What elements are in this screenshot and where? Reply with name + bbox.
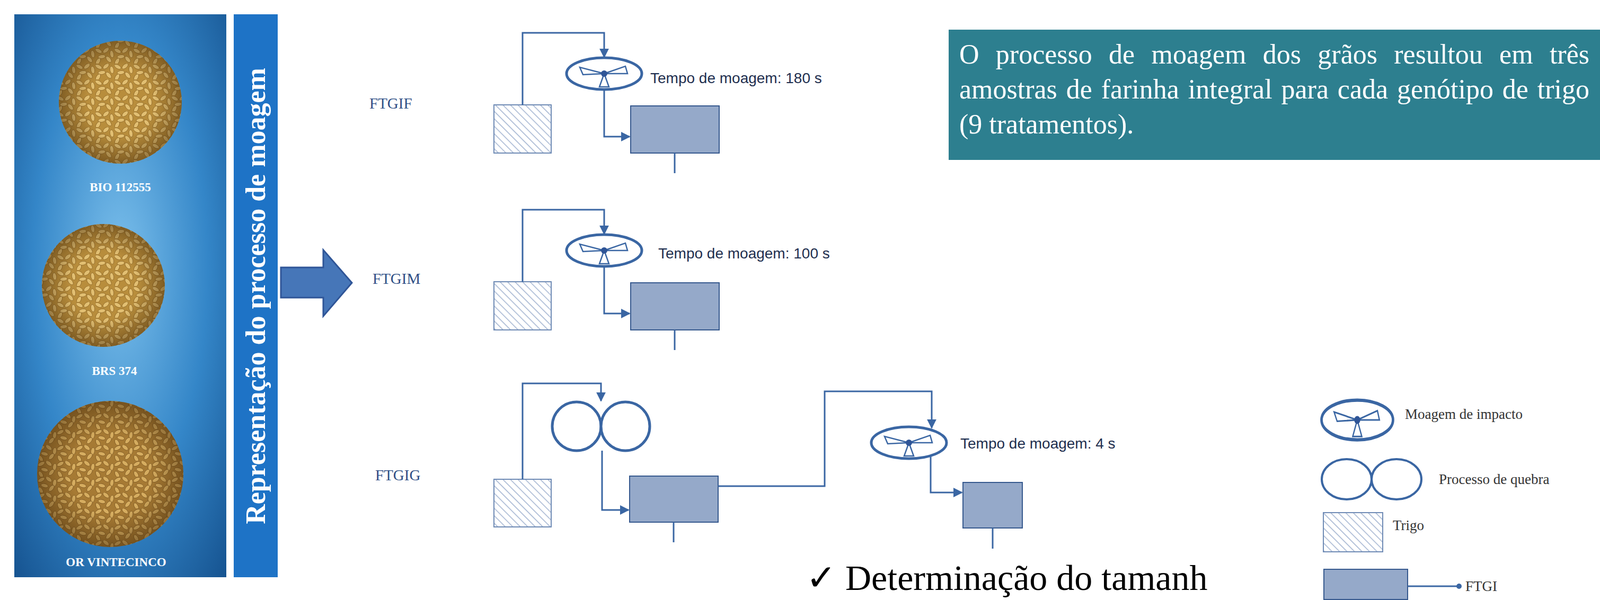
legend-break-symbol [1321,459,1422,500]
process-row [493,32,720,174]
milling-time: Tempo de moagem: 4 s [960,435,1116,453]
info-text: O processo de moagem dos grãos resultou … [959,37,1590,143]
milling-time: Tempo de moagem: 100 s [658,245,830,263]
flour-label: FTGIF [369,94,413,113]
genotype-label: OR VINTECINCO [65,555,166,570]
impact-mill [566,57,642,90]
legend-text: Moagem de impacto [1404,406,1523,423]
process-row [493,209,720,351]
legend-text: FTGI [1465,578,1498,596]
big-arrow [280,250,352,317]
info-box: O processo de moagem dos grãos resultou … [948,29,1600,161]
photo-panel [14,14,227,578]
grain-pile [37,401,184,548]
legend-swatch [1323,569,1409,600]
legend-wheat-symbol [1323,513,1383,553]
band-text: Representação do processo de moagem [240,67,272,525]
bullet-heading: ✓ Determinação do tamanh [806,559,1208,598]
grain-pile [41,224,165,348]
grain-pile [58,40,182,164]
legend-text: Processo de quebra [1438,471,1550,489]
genotype-label: BRS 374 [92,364,138,379]
legend-mill-symbol [1321,400,1394,441]
title-band: Representação do processo de moagem [233,14,278,578]
flour-label: FTGIM [372,270,421,288]
milling-time: Tempo de moagem: 180 s [650,69,822,87]
impact-mill [566,234,642,267]
process-row [493,383,1023,550]
genotype-label: BIO 112555 [89,180,152,195]
legend-ftgi-lead [1408,584,1462,590]
flour-label: FTGIG [375,466,421,485]
impact-mill [871,427,947,459]
legend-text: Trigo [1392,517,1425,535]
